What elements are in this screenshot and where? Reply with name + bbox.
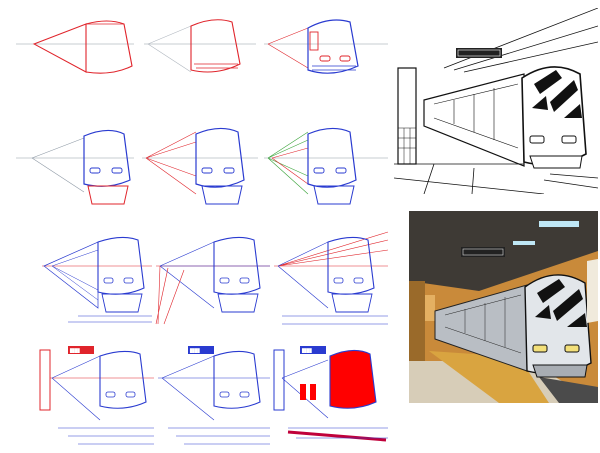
step-7-train-body <box>42 236 152 323</box>
step-6-depth-lines <box>264 127 388 205</box>
step-11-details: ████ <box>158 346 270 445</box>
step-3-window-lights <box>264 19 388 74</box>
grid-steps-svg: ████ ████ ████ <box>39 231 389 445</box>
step-12-sign-text: ████ <box>301 348 312 353</box>
step-2-front-shape <box>144 19 256 73</box>
final-color-panel <box>409 211 598 403</box>
step-10-pillar-sign: ████ <box>39 346 154 445</box>
step-8-platform <box>155 236 270 325</box>
step-9-ceiling-lines <box>274 231 389 325</box>
tutorial-grid: ████ ████ ████ <box>38 228 390 450</box>
subway-train-lineart-icon <box>394 8 598 194</box>
final-lineart-panel <box>394 8 598 194</box>
step-12-fill-front: ████ <box>273 346 388 442</box>
tutorial-row-1 <box>16 10 390 102</box>
step-10-sign-text: ████ <box>69 348 80 353</box>
step-4-bumper <box>16 129 134 205</box>
step-5-side-lines <box>142 127 258 205</box>
row2-steps-svg <box>16 127 388 205</box>
tutorial-row-2 <box>16 118 390 218</box>
subway-train-colored-icon <box>409 211 598 403</box>
step-11-sign-text: ████ <box>189 348 200 353</box>
row1-steps-svg <box>16 19 388 74</box>
step-1-box-perspective <box>16 20 134 74</box>
